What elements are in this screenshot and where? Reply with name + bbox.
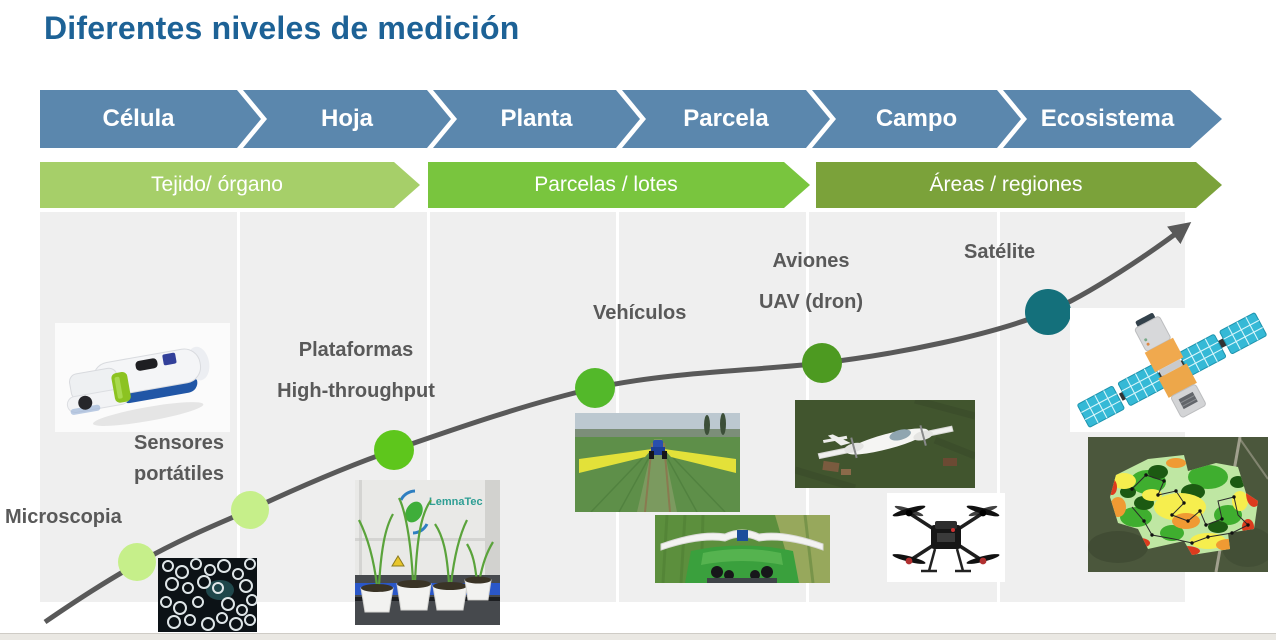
lemnatec-logo-text: LemnaTec <box>429 496 483 508</box>
annotation-line: Aviones <box>772 250 850 272</box>
annotation-portable-sensors: Sensores portátiles <box>134 428 224 490</box>
annotation-satellite: Satélite <box>964 241 1036 263</box>
zone-arrow-parcelas-lotes: Parcelas / lotes <box>428 162 810 208</box>
level-dot-satellite <box>1025 289 1071 335</box>
zone-arrow-label: Parcelas / lotes <box>534 173 678 196</box>
scale-chevron-parcela: Parcela <box>622 90 830 148</box>
scale-chevron-label: Célula <box>102 105 175 132</box>
scale-chevron-label: Parcela <box>683 105 769 132</box>
scale-chevron-planta: Planta <box>433 90 640 148</box>
annotation-line: UAV (dron) <box>758 291 864 313</box>
column-separator <box>237 212 240 602</box>
zone-arrow-tejido-organo: Tejido/ órgano <box>40 162 420 208</box>
level-dot-portable-sensors <box>231 491 269 529</box>
level-dot-platforms <box>374 430 414 470</box>
annotation-line: Plataformas <box>298 339 414 361</box>
lemnatec-platform-photo: LemnaTec <box>355 480 500 625</box>
level-dot-uav <box>802 343 842 383</box>
scale-chevron-label: Campo <box>875 105 958 132</box>
scale-chevron-campo: Campo <box>812 90 1021 148</box>
slide-title: Diferentes niveles de medición <box>44 10 520 46</box>
annotation-planes-uav: Aviones UAV (dron) <box>736 251 886 312</box>
zone-arrow-label: Áreas / regiones <box>929 173 1083 196</box>
satellite-render <box>1070 308 1275 432</box>
scale-chevron-celula: Célula <box>40 90 261 148</box>
portable-sensor-photo <box>55 323 230 432</box>
annotation-line: High-throughput <box>277 380 435 402</box>
field-heatmap-photo <box>1088 437 1268 572</box>
slide-footer-strip <box>0 633 1276 640</box>
tractor-field-photo <box>575 413 740 512</box>
zone-arrow-label: Tejido/ órgano <box>151 173 283 196</box>
scale-chevron-label: Hoja <box>320 105 373 132</box>
annotation-vehicles: Vehículos <box>593 302 687 324</box>
scale-chevron-ecosistema: Ecosistema <box>1003 90 1222 148</box>
zone-arrow-areas-regiones: Áreas / regiones <box>816 162 1222 208</box>
annotation-line: portátiles <box>134 463 225 485</box>
annotation-microscopy: Microscopia <box>5 506 122 528</box>
scale-chevron-hoja: Hoja <box>243 90 451 148</box>
level-dot-microscopy <box>118 543 156 581</box>
drone-photo <box>887 493 1005 582</box>
airplane-photo <box>795 400 975 488</box>
scale-chevron-label: Ecosistema <box>1040 105 1175 132</box>
scale-chevron-label: Planta <box>500 105 573 132</box>
annotation-line: Sensores <box>134 432 225 454</box>
column-separator <box>616 212 619 602</box>
annotation-platforms: Plataformas High-throughput <box>258 340 454 401</box>
level-dot-vehicles <box>575 368 615 408</box>
boom-vehicle-photo <box>655 515 830 583</box>
microscopy-photo <box>158 558 257 632</box>
